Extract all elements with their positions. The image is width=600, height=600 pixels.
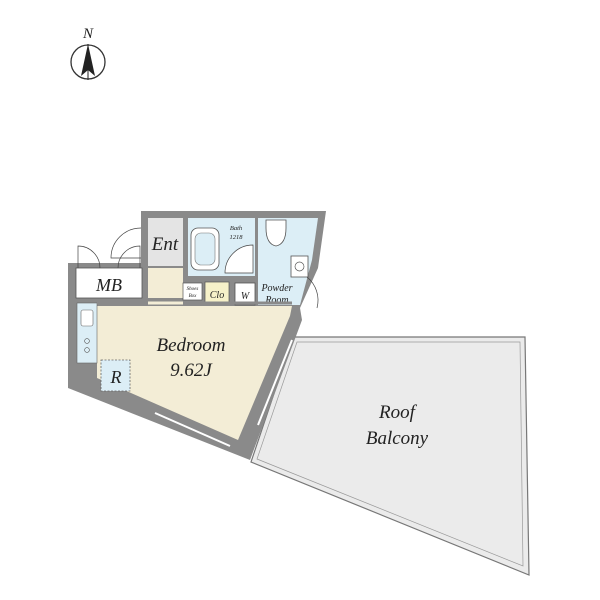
roof-balcony-floor [250,336,530,576]
stove-burner-icon [84,338,90,344]
mb-label: MB [95,275,122,295]
kitchen-sink [80,309,94,327]
compass-north-label: N [82,26,94,42]
compass: N [70,26,106,80]
bedroom-window-south [154,412,231,447]
washer-label: W [241,291,251,302]
powder-room-label-line2: Room [264,295,288,306]
bath-label: Bath [230,225,242,232]
powder-room-door-swing [306,276,319,309]
refrigerator-box [100,359,131,392]
bedroom-label: Bedroom [157,335,226,356]
bedroom-area-label: 9.62J [170,360,213,381]
bath-size-label: 1218 [230,234,244,241]
powder-room-label-line1: Powder [260,283,292,294]
roof-balcony-inner-edge [256,341,524,567]
stove-burner-icon [84,347,90,353]
washbasin [290,255,309,278]
entrance-door-swing [110,227,142,259]
shoe-box-label-line1: Shoes [187,287,199,292]
mb-box [75,267,143,299]
washer-box [234,282,256,306]
shoe-box-label-line2: Box [189,294,198,299]
mb-door-swing-left [77,245,101,269]
washbasin-bowl-icon [294,261,305,272]
bath-door-swing [224,244,254,274]
closet-label: Clo [210,290,224,301]
entrance-floor [148,218,183,266]
entrance-step [148,268,183,298]
roof-balcony-label-line2: Balcony [366,428,429,449]
bedroom-floor [97,306,292,440]
entrance-label: Ent [151,234,179,255]
toilet-icon [265,219,287,247]
shoe-box [182,282,203,301]
mb-door-swing-right [117,245,141,269]
bathtub-inner [194,232,216,266]
roof-balcony-label-line1: Roof [378,402,418,423]
bedroom-window-east [257,339,293,426]
refrigerator-label: R [110,367,122,387]
